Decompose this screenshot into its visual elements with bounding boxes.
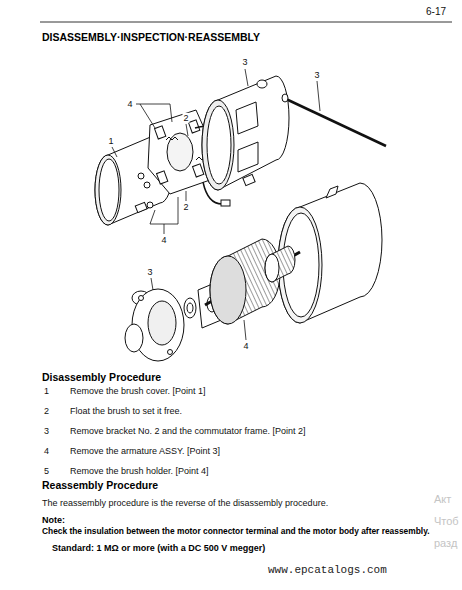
drive-end-frame [125, 289, 184, 361]
commutator-end-frame [202, 76, 289, 190]
faded-text: Чтоб [434, 515, 459, 528]
armature [205, 239, 300, 324]
watermark: www.epcatalogs.com [268, 564, 387, 577]
leader-lines [112, 69, 320, 340]
page-number: 6-17 [426, 6, 446, 18]
step-text: Remove the brush holder. [Point 4] [70, 466, 209, 476]
section-heading: Disassembly Procedure [42, 371, 161, 383]
step-number: 1 [44, 386, 49, 396]
callout-number: 2 [182, 113, 189, 123]
step-text: Remove the armature ASSY. [Point 3] [70, 446, 220, 456]
step-number: 3 [44, 426, 49, 436]
note-heading: Note: [42, 515, 65, 525]
header-rule [40, 22, 452, 23]
through-bolt [282, 94, 386, 146]
callout-number: 3 [313, 70, 320, 80]
bearing [184, 298, 196, 318]
callout-number: 3 [241, 57, 248, 67]
section-heading: Reassembly Procedure [42, 479, 158, 491]
step-number: 2 [44, 406, 49, 416]
body-text: The reassembly procedure is the reverse … [42, 498, 328, 508]
step-number: 4 [44, 446, 49, 456]
callout-number: 4 [242, 341, 249, 351]
note-text: Check the insulation between the motor c… [42, 527, 430, 537]
callout-number: 2 [182, 202, 189, 212]
step-text: Remove bracket No. 2 and the commutator … [70, 426, 306, 436]
step-number: 5 [44, 466, 49, 476]
page-title: DISASSEMBLY·INSPECTION·REASSEMBLY [42, 31, 260, 43]
callout-number: 4 [160, 235, 167, 245]
step-text: Remove the brush cover. [Point 1] [70, 386, 206, 396]
callout-number: 3 [146, 267, 153, 277]
callout-number: 1 [107, 136, 114, 146]
faded-text: Акт [434, 493, 451, 506]
faded-text: разд [434, 537, 457, 550]
callout-number: 4 [126, 99, 133, 109]
step-text: Float the brush to set it free. [70, 406, 182, 416]
standard-text: Standard: 1 MΩ or more (with a DC 500 V … [52, 543, 265, 553]
